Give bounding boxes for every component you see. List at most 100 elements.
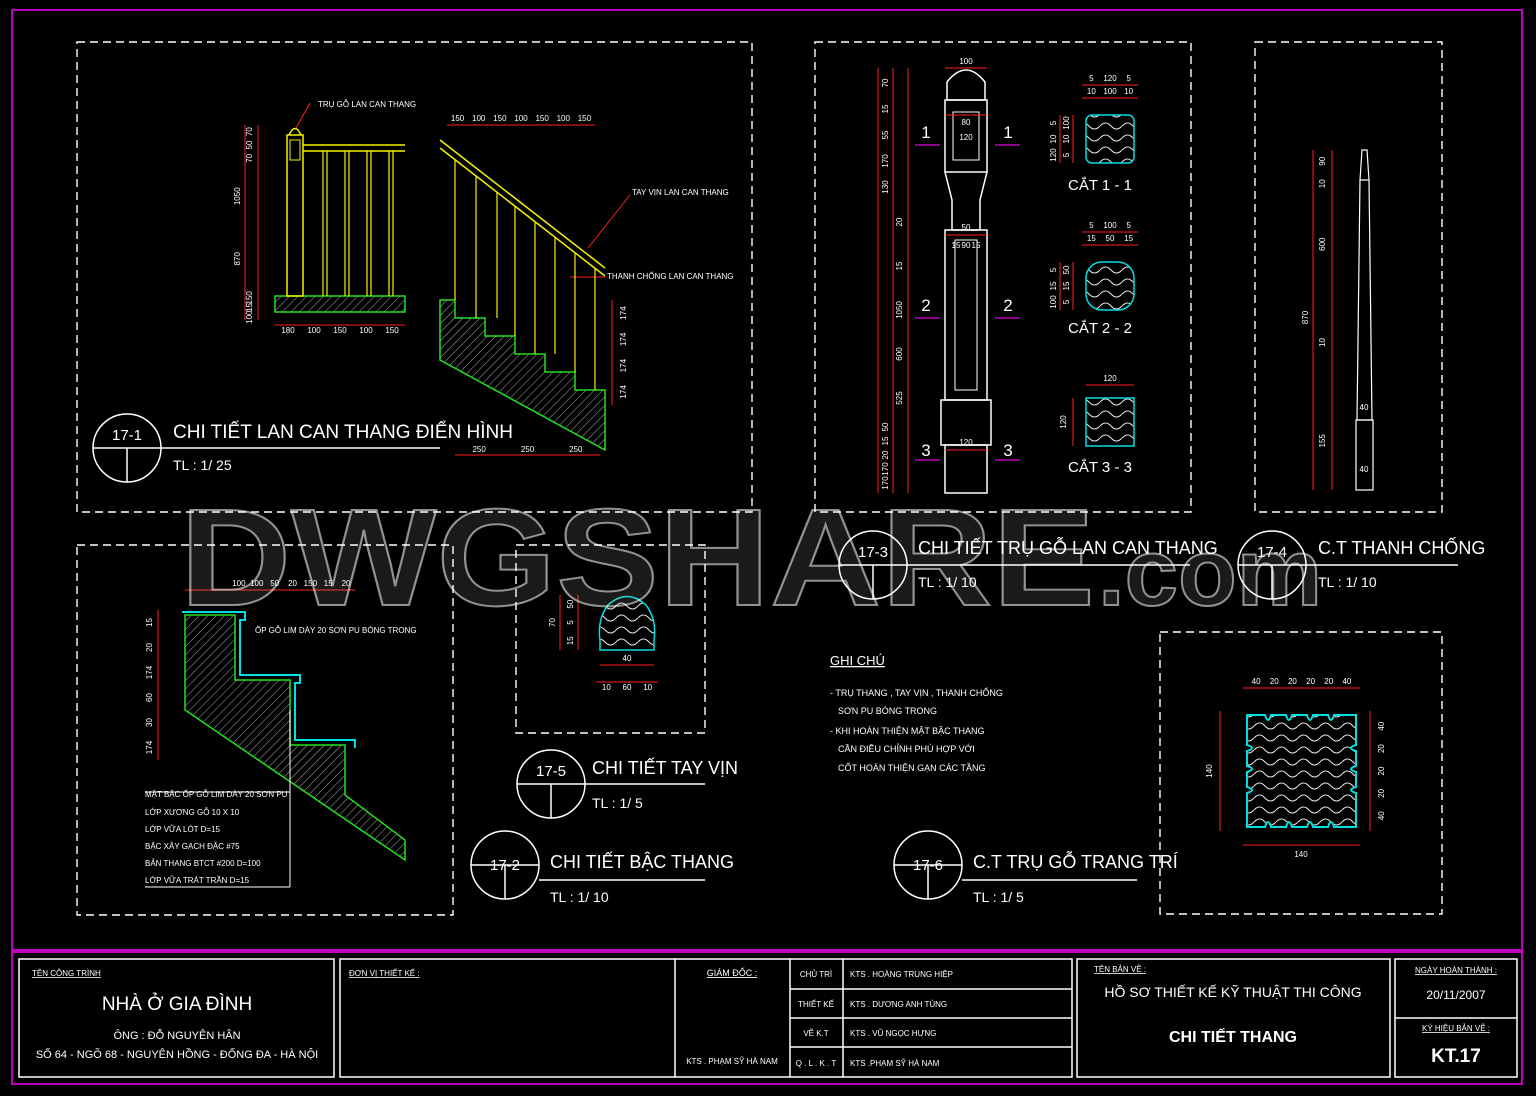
section-1-label: CẮT 1 - 1 <box>1068 176 1132 194</box>
role-2-name: KTS . DƯƠNG ANH TÙNG <box>850 1000 947 1009</box>
dim-17-6-top: 20 <box>1306 677 1315 686</box>
dim-17-1-top: 150 <box>493 114 507 123</box>
dim-17-3-post: 15 <box>952 241 961 250</box>
dim-17-2-left: 20 <box>145 643 154 652</box>
dim-17-2-top: 20 <box>288 579 297 588</box>
dim-17-3-left: 600 <box>895 347 904 361</box>
detail-17-2-number: 17-2 <box>490 857 520 874</box>
dim-17-3-left: 55 <box>881 130 890 139</box>
dim-17-3-post: 90 <box>962 241 971 250</box>
detail-17-6-title: C.T TRỤ GỖ TRANG TRÍ <box>973 851 1178 872</box>
detail-17-3-scale: TL : 1/ 10 <box>918 574 977 590</box>
dim-section-top: 100 <box>1103 87 1117 96</box>
dim-17-6-right: 40 <box>1377 721 1386 730</box>
dim-17-6-top: 20 <box>1288 677 1297 686</box>
dim-17-3-left: 70 <box>881 78 890 87</box>
dim-section-left: 15 <box>1062 281 1071 290</box>
dim-section-left: 5 <box>1049 120 1058 125</box>
dim-17-4-left: 870 <box>1301 310 1310 324</box>
cut-mark-2b: 2 <box>1003 296 1012 315</box>
cut-mark-1a: 1 <box>921 123 930 142</box>
dim-section-left: 5 <box>1049 267 1058 272</box>
detail-17-1-scale: TL : 1/ 25 <box>173 457 232 473</box>
designer-unit-label: ĐƠN VỊ THIẾT KẾ : <box>349 968 420 978</box>
dim-17-2-top: 15 <box>324 579 333 588</box>
detail-17-3-title: CHI TIẾT TRỤ GỖ LAN CAN THANG <box>918 537 1218 558</box>
dim-17-2-left: 15 <box>145 618 154 627</box>
dim-section-left: 10 <box>1062 134 1071 143</box>
dim-17-1-bottom: 150 <box>333 326 347 335</box>
cut-mark-1b: 1 <box>1003 123 1012 142</box>
dim-17-1-top: 150 <box>535 114 549 123</box>
dim-17-4-right: 40 <box>1360 403 1369 412</box>
dim-17-5-left: 5 <box>566 620 575 625</box>
role-1: CHỦ TRÌ <box>800 970 832 979</box>
dim-17-2-top: 20 <box>342 579 351 588</box>
dim-17-1-top: 150 <box>578 114 592 123</box>
detail-17-4-scale: TL : 1/ 10 <box>1318 574 1377 590</box>
dim-17-1-bottom: 100 <box>359 326 373 335</box>
role-4: Q . L . K . T <box>796 1059 837 1068</box>
note-line-3: - KHI HOÀN THIỆN MẶT BẬC THANG <box>830 726 985 736</box>
dim-17-1-top: 100 <box>472 114 486 123</box>
layer-1: MẶT BẬC ỐP GỖ LIM DÀY 20 SƠN PU <box>145 789 288 799</box>
dim-17-6-top: 40 <box>1252 677 1261 686</box>
dim-17-1-bottom: 180 <box>281 326 295 335</box>
dim-section-top: 15 <box>1087 234 1096 243</box>
dim-section-left: 100 <box>1049 295 1058 309</box>
dim-17-4-left: 90 <box>1318 156 1327 165</box>
dim-section-top: 5 <box>1126 221 1131 230</box>
director-name: KTS . PHẠM SỸ HÀ NAM <box>686 1057 778 1066</box>
dim-section-left: 120 <box>1049 148 1058 162</box>
dim-17-1-riser: 174 <box>619 332 628 346</box>
dim-17-2-left: 30 <box>145 718 154 727</box>
dim-17-3-post: 15 <box>972 241 981 250</box>
drawing-label: TÊN BẢN VẼ : <box>1094 965 1146 974</box>
dim-17-5-left: 50 <box>566 599 575 608</box>
dim-17-3-post: 120 <box>959 133 973 142</box>
note-line-4: CẦN ĐIỀU CHỈNH PHÙ HỢP VỚI <box>838 743 975 754</box>
dim-17-2-left: 174 <box>145 740 154 754</box>
section-3-label: CẮT 3 - 3 <box>1068 458 1132 476</box>
date-label: NGÀY HOÀN THÀNH : <box>1415 966 1497 975</box>
role-1-name: KTS . HOÀNG TRUNG HIỆP <box>850 970 953 979</box>
dim-17-1-riser: 174 <box>619 385 628 399</box>
handrail-drawing <box>516 595 705 819</box>
dim-17-6-right: 20 <box>1377 766 1386 775</box>
dim-17-4-left: 155 <box>1318 434 1327 448</box>
dim-17-1-left: 150 <box>245 291 254 305</box>
dim-17-3-left: 525 <box>895 391 904 405</box>
dim-17-5-left: 15 <box>566 636 575 645</box>
dim-section-left: 15 <box>1049 281 1058 290</box>
detail-17-5-title: CHI TIẾT TAY VỊN <box>592 757 738 778</box>
dim-17-1-top: 100 <box>514 114 528 123</box>
dim-17-2-left: 174 <box>145 665 154 679</box>
dim-17-1-left: 70 <box>245 127 254 136</box>
cut-mark-2a: 2 <box>921 296 930 315</box>
detail-17-5-number: 17-5 <box>536 763 566 780</box>
dim-17-1-left: 70 <box>245 153 254 162</box>
dim-section-3-top: 120 <box>1103 374 1117 383</box>
label-wood-cladding: ỐP GỖ LIM DÀY 20 SƠN PU BÓNG TRONG <box>255 625 417 635</box>
label-post: TRỤ GỖ LAN CAN THANG <box>318 100 416 109</box>
role-4-name: KTS .PHẠM SỸ HÀ NAM <box>850 1059 940 1068</box>
dim-17-6-right: 20 <box>1377 744 1386 753</box>
layer-2: LỚP XƯƠNG GỖ 10 X 10 <box>145 808 240 817</box>
decorative-post-drawing <box>893 687 1371 900</box>
dim-17-3-left: 130 <box>881 180 890 194</box>
dim-17-5-bottom: 40 <box>623 654 632 663</box>
newel-post-drawing <box>838 67 1190 600</box>
dim-17-1-left: 870 <box>233 252 242 266</box>
dim-17-2-top: 150 <box>304 579 318 588</box>
detail-17-3-number: 17-3 <box>858 544 888 561</box>
dim-17-3-left: 15 <box>881 436 890 445</box>
label-baluster: THANH CHỐNG LAN CAN THANG <box>607 271 734 281</box>
dim-17-3-post: 100 <box>959 57 973 66</box>
drawing-code: KT.17 <box>1431 1046 1481 1067</box>
sheet-frame <box>11 9 1523 1085</box>
dim-17-6-top: 40 <box>1342 677 1351 686</box>
dim-17-2-left: 60 <box>145 693 154 702</box>
dim-section-top: 120 <box>1103 74 1117 83</box>
dim-17-6-bottom: 140 <box>1294 850 1308 859</box>
